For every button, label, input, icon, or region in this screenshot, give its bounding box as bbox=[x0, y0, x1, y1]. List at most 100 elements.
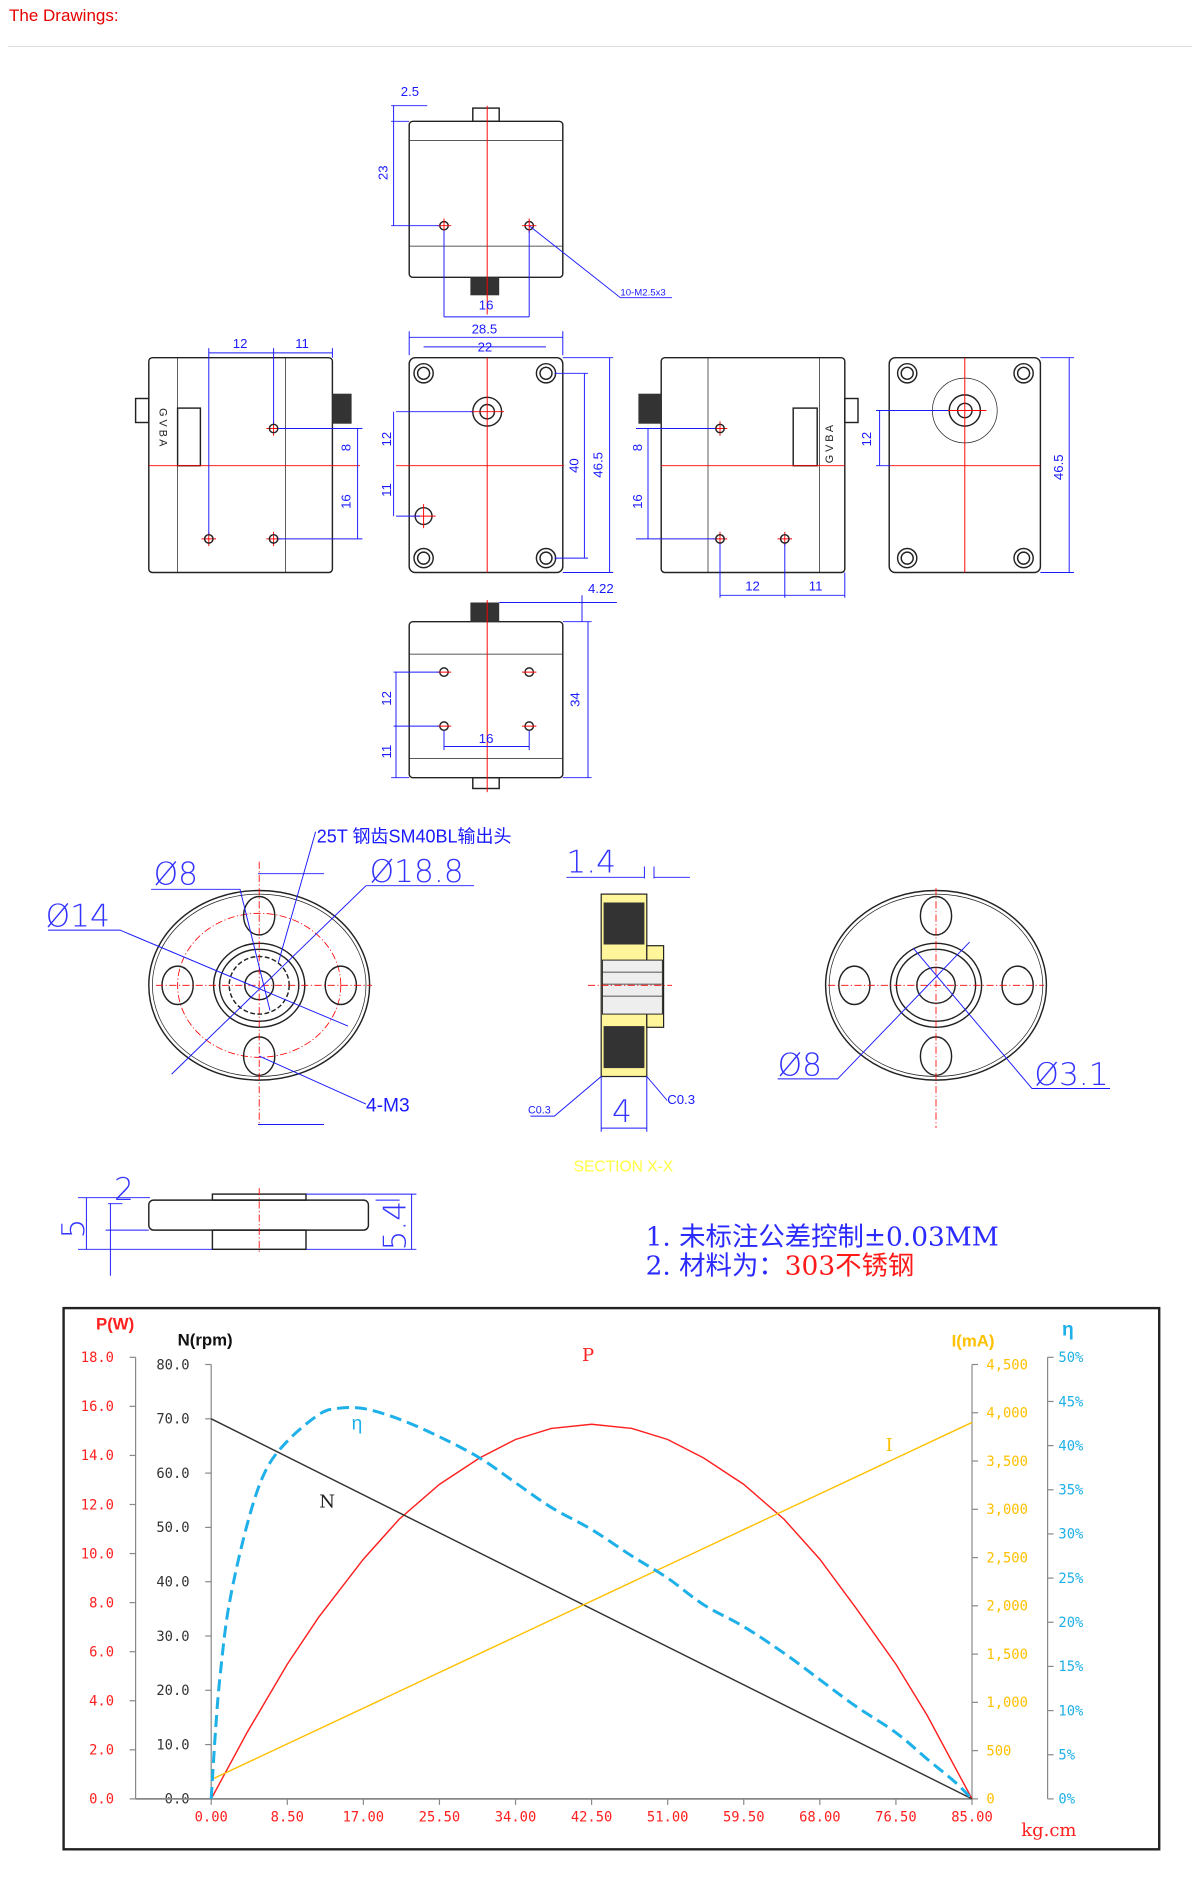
series-N bbox=[210, 1418, 973, 1800]
servo-left-view: G V B A 12 11 8 16 bbox=[134, 336, 363, 574]
servo-rear-view: 12 46.5 bbox=[859, 356, 1074, 574]
dim-dia-18-8: Ø18.8 bbox=[370, 854, 464, 890]
dim-8: 8 bbox=[630, 444, 645, 451]
x-tick-label: 34.00 bbox=[495, 1810, 537, 1826]
chamfer-right: C0.3 bbox=[667, 1092, 695, 1107]
tick-label-P: 16.0 bbox=[81, 1399, 114, 1415]
tick-label-N: 60.0 bbox=[156, 1466, 189, 1482]
tick-label-P: 0.0 bbox=[89, 1792, 114, 1808]
flange-front-view: 25T 钢齿SM40BL输出头 Ø8 Ø18.8 Ø14 4-M3 bbox=[46, 827, 512, 1126]
dim-11: 11 bbox=[809, 579, 823, 594]
tick-label-N: 40.0 bbox=[156, 1575, 189, 1591]
dim-12: 12 bbox=[745, 579, 760, 594]
dim-11: 11 bbox=[379, 745, 394, 759]
connector-pins: G V B A bbox=[824, 424, 836, 463]
dim-46-5: 46.5 bbox=[1051, 454, 1066, 480]
servo-top-view: 2.5 23 16 10-M2.5x3 bbox=[376, 84, 672, 318]
tick-label-eta: 50% bbox=[1058, 1350, 1084, 1366]
tick-label-P: 18.0 bbox=[81, 1350, 114, 1366]
performance-chart: P(W) N(rpm) I(mA) η kg.cm P η N I 0.02.0… bbox=[62, 1306, 1161, 1851]
x-tick-label: 0.00 bbox=[195, 1810, 228, 1826]
dim-28-5: 28.5 bbox=[472, 322, 498, 337]
note-material-label: 2. 材料为： bbox=[646, 1251, 785, 1282]
label-eta: η bbox=[352, 1413, 363, 1434]
servo-front-view: 28.5 22 12 11 40 46.5 bbox=[379, 322, 614, 574]
dim-dia-8: Ø8 bbox=[154, 857, 198, 893]
x-tick-label: 42.50 bbox=[571, 1810, 613, 1826]
dim-dia-3-1: Ø3.1 bbox=[1034, 1057, 1108, 1093]
dim-dia-14: Ø14 bbox=[46, 899, 110, 935]
dim-11: 11 bbox=[379, 483, 394, 497]
axis-title-efficiency: η bbox=[1062, 1320, 1074, 1341]
x-axis-title: kg.cm bbox=[1021, 1820, 1076, 1841]
x-tick-label: 25.50 bbox=[419, 1810, 461, 1826]
section-label: SECTION X-X bbox=[574, 1158, 674, 1175]
dim-12: 12 bbox=[379, 432, 394, 447]
tick-label-eta: 15% bbox=[1058, 1659, 1084, 1675]
label-P: P bbox=[582, 1345, 594, 1366]
tick-label-I: 3,000 bbox=[986, 1502, 1028, 1518]
dim-5: 5 bbox=[56, 1219, 92, 1239]
dim-11: 11 bbox=[295, 336, 309, 351]
axis-title-speed: N(rpm) bbox=[178, 1330, 233, 1349]
servo-right-view: G V B A 8 16 12 11 bbox=[630, 356, 859, 598]
dim-1-4: 1.4 bbox=[566, 845, 616, 881]
x-tick-label: 68.00 bbox=[799, 1810, 841, 1826]
tick-label-I: 1,500 bbox=[986, 1647, 1028, 1663]
tick-label-N: 80.0 bbox=[156, 1357, 189, 1373]
divider bbox=[8, 46, 1192, 47]
tick-label-P: 14.0 bbox=[81, 1448, 114, 1464]
tick-label-I: 4,000 bbox=[986, 1406, 1028, 1422]
dim-16: 16 bbox=[479, 298, 494, 313]
x-tick-label: 85.00 bbox=[951, 1810, 993, 1826]
dim-16: 16 bbox=[630, 494, 645, 509]
tick-label-P: 6.0 bbox=[89, 1645, 114, 1661]
tick-label-P: 12.0 bbox=[81, 1497, 114, 1513]
tick-label-I: 2,000 bbox=[986, 1599, 1028, 1615]
tick-label-P: 4.0 bbox=[89, 1694, 114, 1710]
label-I: I bbox=[886, 1435, 893, 1456]
connector-pins: G V B A bbox=[157, 408, 169, 447]
tick-label-N: 30.0 bbox=[156, 1629, 189, 1645]
tick-label-N: 50.0 bbox=[156, 1520, 189, 1536]
tick-label-I: 0 bbox=[986, 1792, 994, 1808]
thread-callout: 10-M2.5x3 bbox=[620, 287, 665, 298]
chamfer-left: C0.3 bbox=[528, 1105, 551, 1117]
dim-16: 16 bbox=[338, 494, 353, 509]
tick-label-I: 1,000 bbox=[986, 1695, 1028, 1711]
x-tick-label: 8.50 bbox=[271, 1810, 304, 1826]
note-tolerance: 1. 未标注公差控制±0.03MM bbox=[646, 1222, 999, 1253]
dim-34: 34 bbox=[568, 692, 583, 707]
dim-22: 22 bbox=[478, 340, 493, 355]
dim-16: 16 bbox=[479, 731, 494, 746]
dim-40: 40 bbox=[566, 458, 581, 473]
x-tick-label: 59.50 bbox=[723, 1810, 765, 1826]
holes-callout: 4-M3 bbox=[366, 1095, 410, 1116]
servo-bottom-view: 4.22 34 12 11 16 bbox=[379, 581, 617, 793]
tick-label-eta: 30% bbox=[1058, 1527, 1084, 1543]
tick-label-N: 70.0 bbox=[156, 1412, 189, 1428]
tick-label-I: 500 bbox=[986, 1743, 1011, 1759]
dim-8: 8 bbox=[338, 444, 353, 451]
flange-title: 25T 钢齿SM40BL输出头 bbox=[317, 827, 512, 847]
x-tick-label: 17.00 bbox=[343, 1810, 385, 1826]
note-material: 2. 材料为：303不锈钢 bbox=[646, 1251, 915, 1282]
tick-label-I: 4,500 bbox=[986, 1357, 1028, 1373]
flange-section-view: 1.4 4 C0.3 C0.3 SECTION X-X bbox=[528, 845, 695, 1176]
page-heading: The Drawings: bbox=[9, 6, 119, 25]
dim-2: 2 bbox=[114, 1172, 134, 1208]
series-eta bbox=[209, 1405, 974, 1800]
x-tick-label: 51.00 bbox=[647, 1810, 689, 1826]
tick-label-eta: 45% bbox=[1058, 1394, 1084, 1410]
tick-label-eta: 40% bbox=[1058, 1438, 1084, 1454]
flange-side-view: 5 2 5.4 bbox=[56, 1172, 417, 1276]
tick-label-eta: 35% bbox=[1058, 1483, 1084, 1499]
dim-4: 4 bbox=[612, 1094, 632, 1130]
tick-label-I: 3,500 bbox=[986, 1454, 1028, 1470]
tick-label-eta: 25% bbox=[1058, 1571, 1084, 1587]
axis-title-power: P(W) bbox=[96, 1315, 134, 1334]
label-N: N bbox=[319, 1491, 335, 1512]
tick-label-N: 20.0 bbox=[156, 1683, 189, 1699]
flange-back-view: Ø8 Ø3.1 bbox=[778, 888, 1110, 1129]
